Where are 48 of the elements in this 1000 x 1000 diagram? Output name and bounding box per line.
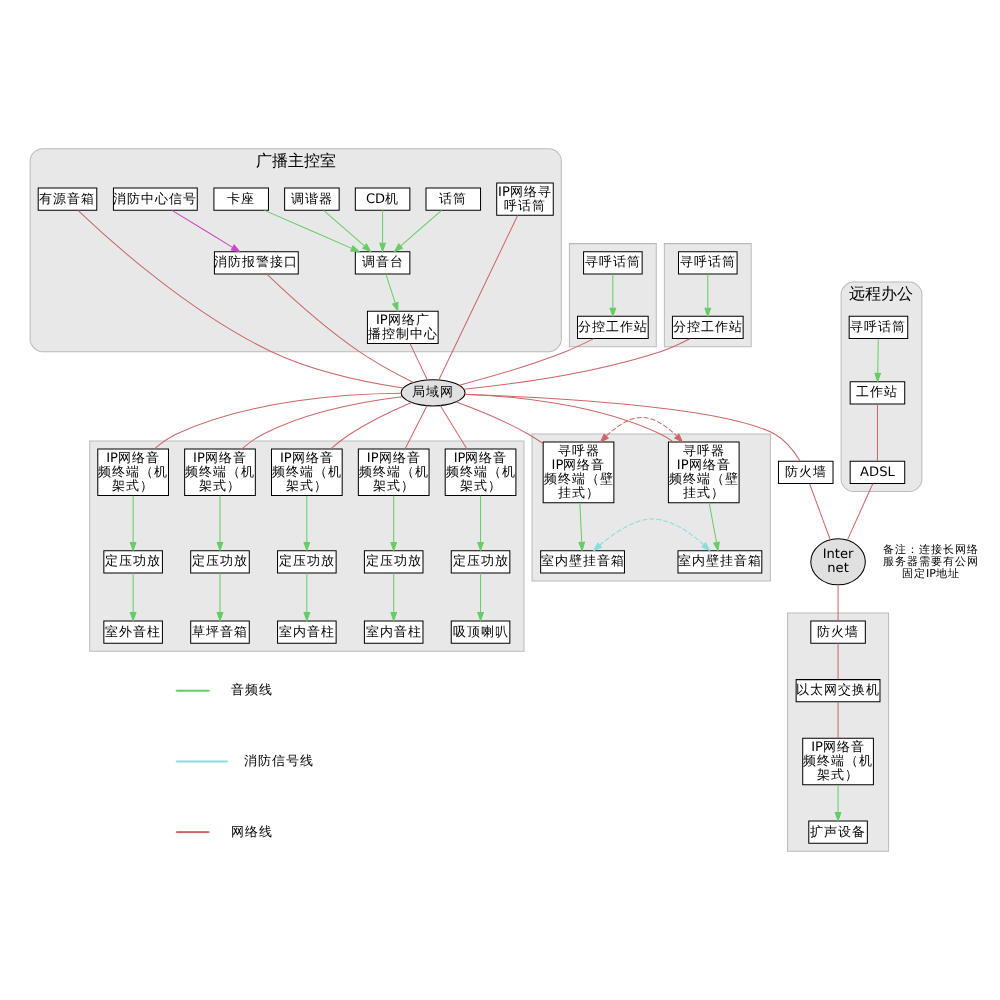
cluster [662,243,751,348]
connector [836,701,838,739]
arrow [703,273,711,318]
connector [845,483,873,541]
cluster [88,440,524,652]
arrow [707,502,719,552]
connector [403,405,427,450]
connector [240,396,402,450]
arrow [322,209,371,253]
connector [454,401,543,444]
connector [329,401,411,450]
arrow [873,338,881,383]
arrow [389,495,397,553]
arrow [476,495,484,553]
arrow [389,572,397,623]
arrow [302,495,310,553]
connector [875,403,877,462]
arrow [476,572,484,623]
connector [408,343,427,381]
arrow [591,518,710,552]
connector [438,405,467,450]
arrow [128,495,136,553]
connector [808,483,830,541]
connector [437,215,518,381]
arrow [128,572,136,623]
arrow [378,209,386,253]
connector [76,209,403,389]
arrow [598,417,683,444]
arrow [263,209,360,253]
arrow [392,209,442,253]
cluster [786,612,889,852]
connector [462,338,690,390]
connector [457,338,594,386]
arrow [302,572,310,623]
connector [463,393,673,443]
arrow [170,209,240,253]
connector [265,273,413,383]
connector [836,642,838,680]
arrow [215,495,223,553]
connector [463,394,800,462]
arrow [384,273,398,313]
arrow [577,502,585,553]
arrow [833,784,841,823]
connector [152,392,401,450]
connector [836,584,838,622]
arrow [215,572,223,623]
cluster [567,243,656,348]
arrow [608,273,616,318]
